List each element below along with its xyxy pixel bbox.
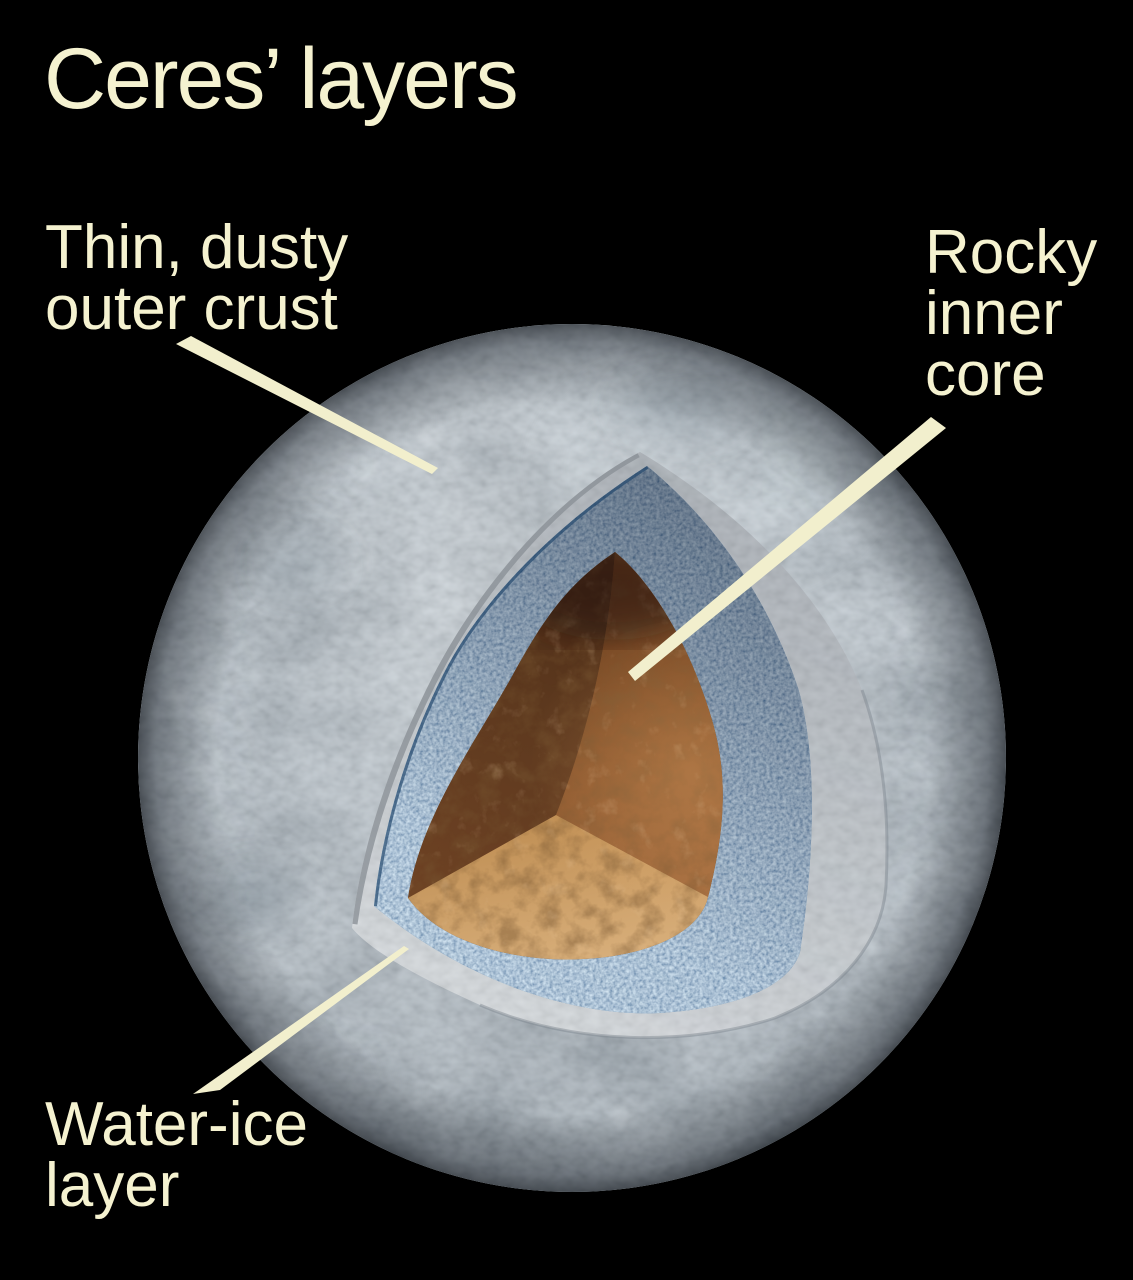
label-water-ice: Water-ice layer (45, 1094, 308, 1220)
crust-pointer-line (176, 336, 438, 474)
label-water-ice-line2: layer (45, 1150, 180, 1220)
core-pointer-line (628, 417, 946, 681)
label-inner-core-line1: Rocky (925, 218, 1098, 287)
label-water-ice-line1: Water-ice (45, 1090, 308, 1159)
label-outer-crust-line2: outer crust (45, 273, 338, 343)
label-outer-crust-line1: Thin, dusty (45, 213, 349, 282)
pointer-lines (176, 336, 946, 1094)
label-inner-core-line2: inner (925, 278, 1063, 348)
label-inner-core-line3: core (925, 339, 1046, 409)
label-outer-crust: Thin, dusty outer crust (45, 217, 348, 343)
ice-pointer-line (193, 946, 409, 1094)
ice-outer-edge (374, 466, 649, 907)
diagram-title: Ceres’ layers (44, 31, 519, 127)
rim-left-edge (352, 452, 640, 925)
label-inner-core: Rocky inner core (925, 222, 1097, 406)
rim-outer-edge (479, 689, 889, 1040)
